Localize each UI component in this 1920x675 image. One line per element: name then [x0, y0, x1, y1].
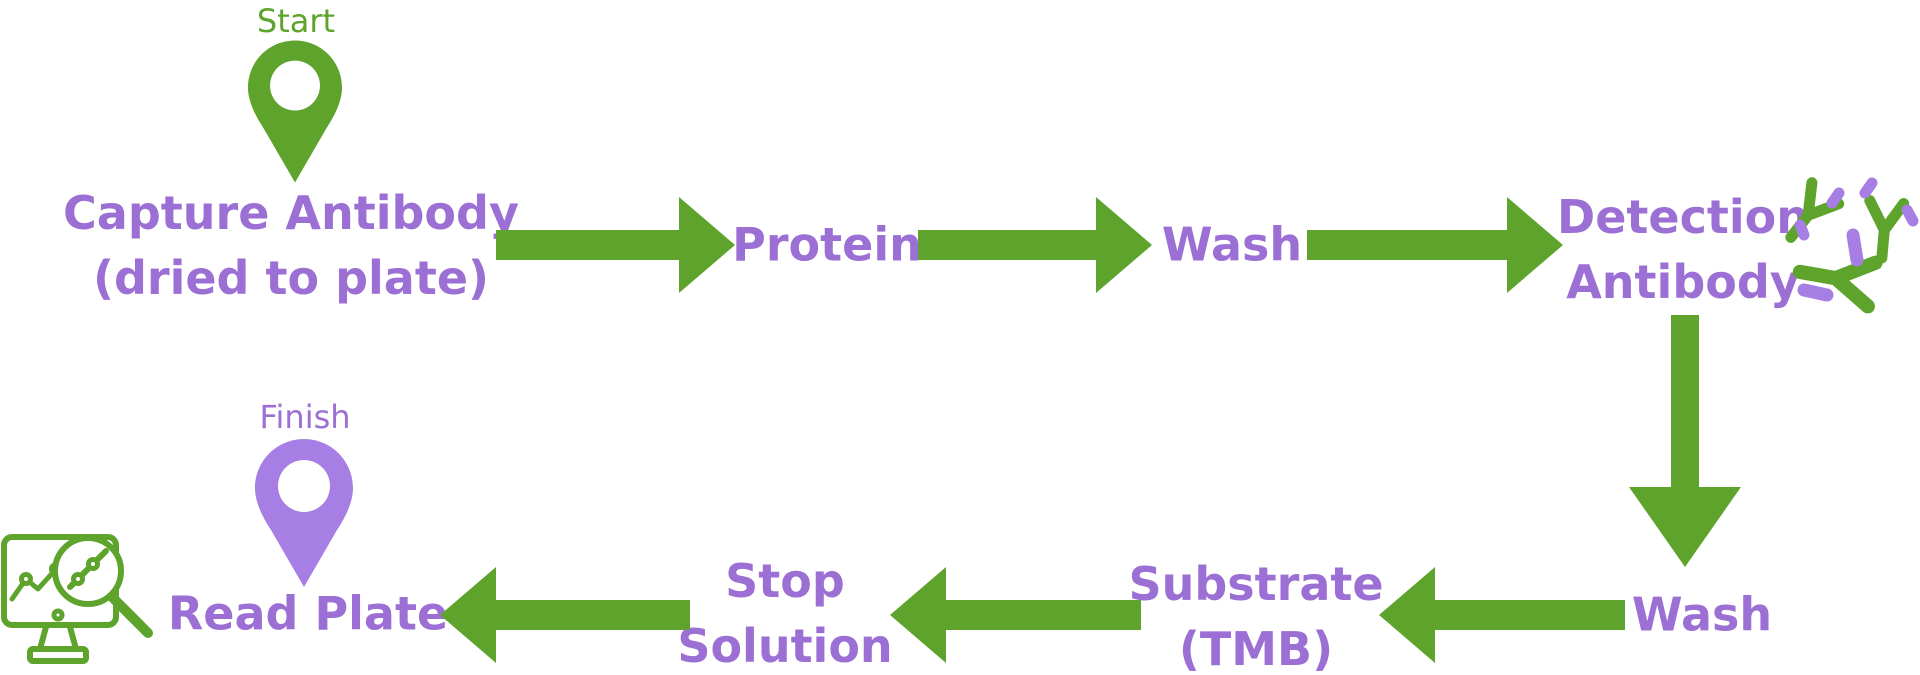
finish-pin-icon — [255, 439, 353, 587]
antibodies-icon — [1785, 177, 1919, 314]
plate-reader-icon — [1, 534, 153, 664]
node-read-plate-label: Read Plate — [167, 586, 449, 641]
node-substrate-tmb-line1: Substrate — [1128, 557, 1384, 611]
node-detection-antibody: Detection Antibody — [1557, 185, 1809, 315]
node-wash-2: Wash — [1632, 583, 1772, 648]
node-detection-antibody-line2: Antibody — [1566, 255, 1800, 309]
node-capture-antibody-line2: (dried to plate) — [92, 251, 490, 305]
node-wash-2-label: Wash — [1631, 587, 1773, 642]
start-pin-icon — [247, 40, 343, 183]
arrow-wash-to-substrate — [1379, 567, 1625, 663]
arrow-substrate-to-stop — [890, 567, 1141, 663]
node-read-plate: Read Plate — [168, 582, 448, 647]
node-capture-antibody-line1: Capture Antibody — [63, 186, 519, 240]
node-capture-antibody: Capture Antibody (dried to plate) — [63, 181, 519, 311]
node-protein: Protein — [732, 213, 922, 278]
node-substrate-tmb: Substrate (TMB) — [1128, 552, 1383, 675]
arrow-wash-to-detection — [1307, 197, 1563, 293]
node-detection-antibody-line1: Detection — [1557, 190, 1809, 244]
node-stop-solution: Stop Solution — [677, 549, 892, 675]
node-protein-label: Protein — [732, 217, 922, 272]
arrow-capture-to-protein — [496, 197, 735, 293]
node-stop-solution-line2: Solution — [677, 619, 893, 673]
node-wash-1: Wash — [1162, 213, 1302, 278]
arrow-protein-to-wash — [918, 197, 1152, 293]
arrow-detection-to-wash — [1629, 315, 1741, 567]
node-wash-1-label: Wash — [1161, 217, 1303, 272]
arrow-stop-to-read — [440, 567, 690, 663]
start-label: Start — [256, 2, 336, 40]
finish-label: Finish — [259, 398, 351, 436]
node-substrate-tmb-line2: (TMB) — [1178, 622, 1334, 675]
node-stop-solution-line1: Stop — [725, 554, 845, 608]
